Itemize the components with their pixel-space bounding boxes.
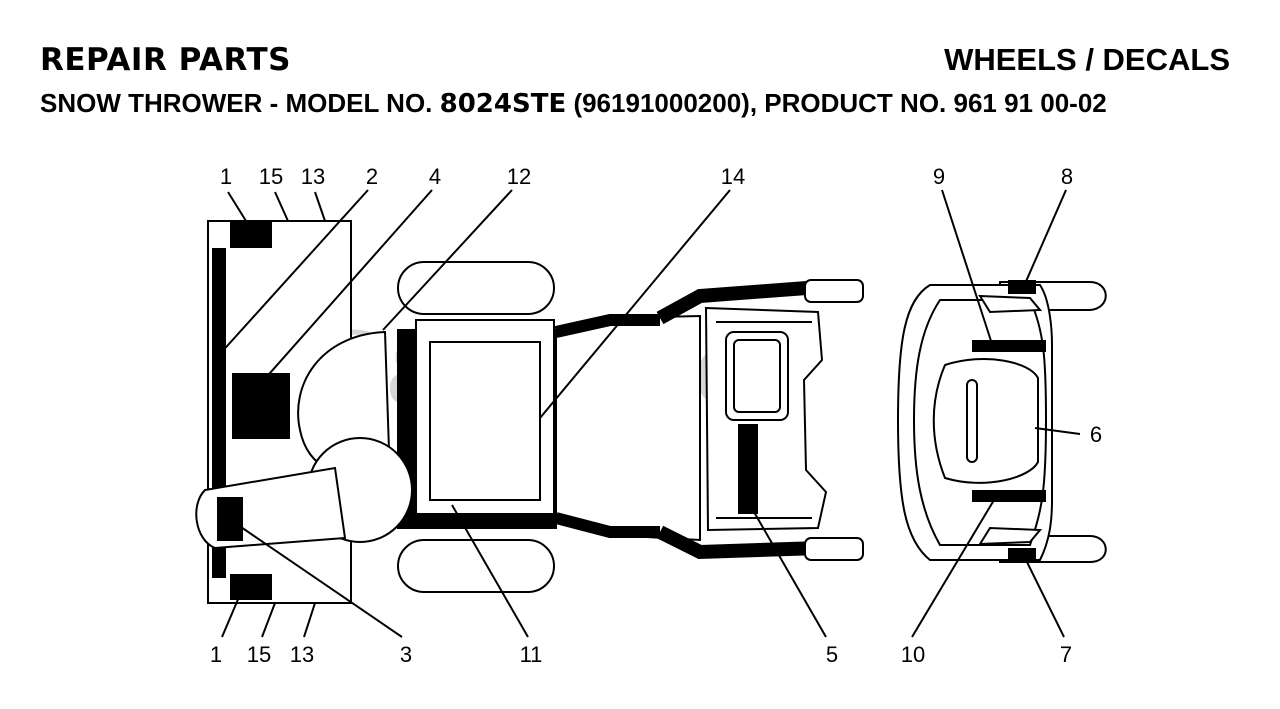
subtitle-suffix: (96191000200), PRODUCT NO. 961 91 00-02: [566, 88, 1107, 118]
callout-11: 11: [520, 642, 543, 667]
callout-6: 6: [1090, 422, 1102, 447]
callout-14: 14: [721, 164, 745, 189]
handle-frame: [656, 279, 864, 561]
decal-1-top: [230, 222, 272, 248]
decal-5: [738, 424, 758, 514]
decal-11-14-panel: [429, 341, 541, 501]
callout-10: 10: [901, 642, 925, 667]
callout-13-bottom: 13: [290, 642, 314, 667]
callout-15-top: 15: [259, 164, 283, 189]
section-title: REPAIR PARTS: [40, 42, 291, 78]
page-subject-title: WHEELS / DECALS: [944, 42, 1230, 77]
decal-8: [1008, 280, 1036, 294]
wheels: [397, 261, 555, 593]
wheel-top: [397, 261, 555, 315]
leader-lines: [218, 189, 1081, 638]
callout-labels: 1 15 13 2 4 12 14 9 8 6 1 15 13 3 11 5 1…: [210, 164, 1102, 667]
callout-12: 12: [507, 164, 531, 189]
decal-1-bottom: [230, 574, 272, 600]
callout-15-bottom: 15: [247, 642, 271, 667]
callout-9: 9: [933, 164, 945, 189]
callout-3: 3: [400, 642, 412, 667]
model-subtitle: SNOW THROWER - MODEL NO. 8024STE (961910…: [40, 88, 1107, 119]
decal-10: [972, 490, 1046, 502]
callout-4: 4: [429, 164, 441, 189]
callout-8: 8: [1061, 164, 1073, 189]
model-number: 8024STE: [439, 89, 567, 119]
callout-7: 7: [1060, 642, 1072, 667]
callout-5: 5: [826, 642, 838, 667]
callout-2: 2: [366, 164, 378, 189]
callout-13-top: 13: [301, 164, 325, 189]
control-panel: [704, 306, 828, 532]
decal-7: [1008, 548, 1036, 562]
callout-1-top: 1: [220, 164, 232, 189]
wheel-bottom: [397, 539, 555, 593]
front-view: [896, 280, 1107, 563]
decal-3: [217, 497, 243, 541]
subtitle-prefix: SNOW THROWER - MODEL NO.: [40, 88, 440, 118]
engine-body: [297, 314, 701, 542]
decal-9: [972, 340, 1046, 352]
discharge-chute: [195, 437, 413, 550]
callout-1-bottom: 1: [210, 642, 222, 667]
